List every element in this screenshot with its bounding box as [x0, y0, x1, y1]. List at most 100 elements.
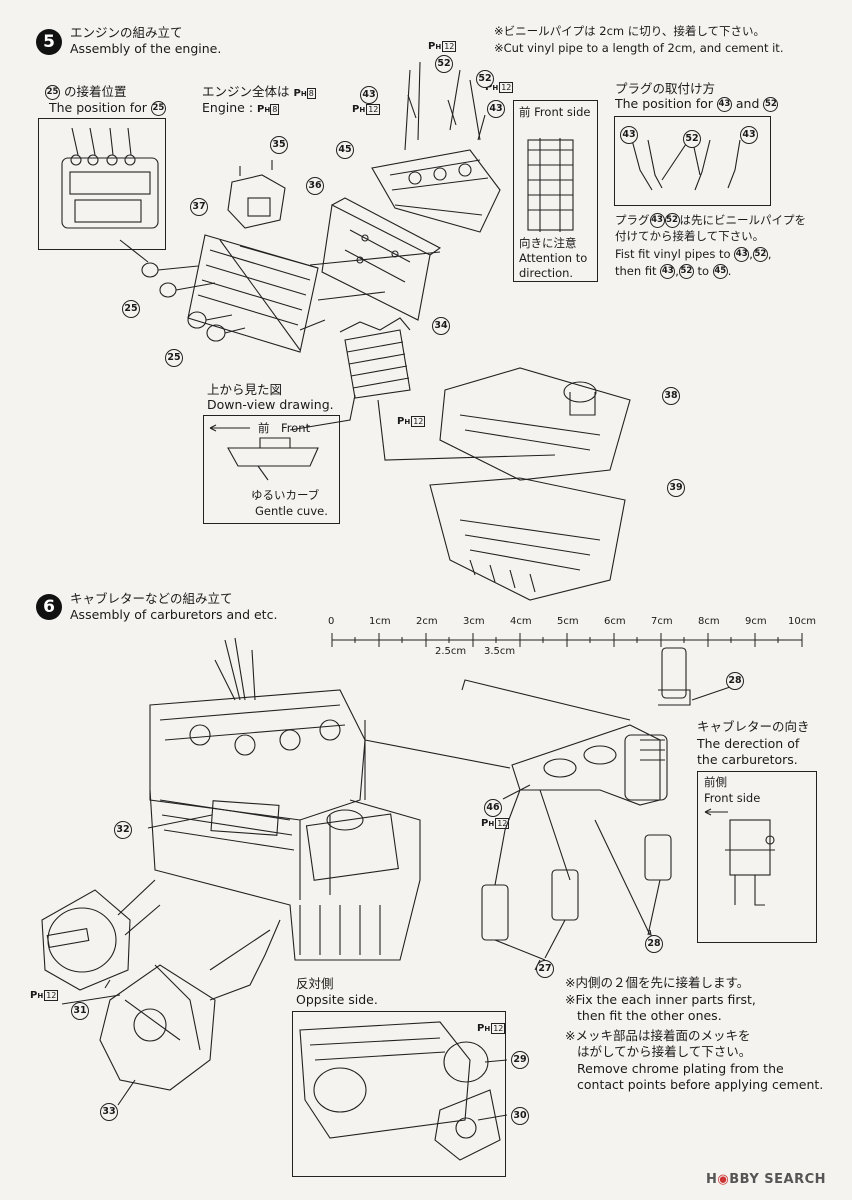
wm-a: H: [706, 1172, 718, 1187]
ph-n: 12: [495, 818, 510, 829]
part-39-crankcase: [429, 477, 626, 601]
ph-s: H: [484, 1025, 491, 1033]
plug-pos-en: The position for 43 and 52: [615, 96, 779, 112]
ph-s: H: [404, 418, 411, 426]
chrome-note-jp-2: はがしてから接着して下さい。: [577, 1044, 752, 1059]
part-25-a: 25: [122, 300, 140, 318]
plug-en1: Fist fit vinyl pipes to: [615, 247, 731, 261]
carb-front-en: Front side: [704, 791, 761, 805]
ruler-0: 0: [328, 616, 335, 627]
ph-n: 12: [491, 1023, 506, 1034]
part-30: 30: [511, 1107, 529, 1125]
plug-note-en-2: then fit 43,52 to 45.: [615, 264, 732, 279]
part-29: 29: [511, 1051, 529, 1069]
ph-s: H: [435, 43, 442, 51]
inner-note-en-1: ※Fix the each inner parts first,: [565, 992, 756, 1007]
part-43-c: 43: [620, 126, 638, 144]
ref-43b: 43: [734, 247, 750, 262]
attention-jp: 向きに注意: [519, 236, 577, 250]
ruler: [331, 633, 803, 647]
opposite-en: Oppsite side.: [296, 992, 378, 1007]
plug-pos-en-text: The position for: [615, 96, 713, 111]
ruler-3: 3cm: [463, 616, 485, 627]
part-36: 36: [306, 177, 324, 195]
vinyl-note-jp: ※ビニールパイプは 2cm に切り、接着して下さい。: [494, 24, 765, 38]
plug-en2: then fit: [615, 264, 657, 278]
plug-jp1: プラグ: [615, 213, 650, 227]
inset-25-drawing: [61, 127, 159, 229]
step-5-badge: 5: [36, 29, 62, 55]
ref-52c: 52: [678, 264, 694, 279]
engine-drawing: [149, 637, 421, 961]
ph-l: P: [481, 818, 489, 829]
front-side-label: 前 Front side: [519, 105, 591, 119]
ruler-4: 4cm: [510, 616, 532, 627]
carb-direction-frame: [697, 771, 817, 943]
carb-dir-en-2: the carburetors.: [697, 752, 798, 767]
pos25-en-text: The position for: [49, 100, 147, 115]
ph-l: P: [397, 416, 405, 427]
pos25-jp-text: の接着位置: [63, 84, 127, 99]
pos25-label-en: The position for 25: [49, 100, 166, 116]
part-32: 32: [114, 821, 132, 839]
ph-letter-2: P: [257, 104, 265, 115]
step-6-badge: 6: [36, 594, 62, 620]
wm-c: SEARCH: [764, 1172, 827, 1187]
part-35: 35: [270, 136, 288, 154]
ruler-2: 2cm: [416, 616, 438, 627]
ph-s: H: [488, 820, 495, 828]
plug-jp2: は先にビニールパイプを: [679, 213, 807, 227]
part-34-cylinder: [339, 317, 411, 399]
part-37: 37: [190, 198, 208, 216]
ruler-10: 10cm: [788, 616, 816, 627]
pos25-label-jp: 25 の接着位置: [45, 84, 127, 100]
ruler-7: 7cm: [651, 616, 673, 627]
part-46: 46: [484, 799, 502, 817]
ph-n: 12: [366, 104, 381, 115]
down-view-en: Down-view drawing.: [207, 397, 334, 412]
part-43-d: 43: [740, 126, 758, 144]
ruler-2-5: 2.5cm: [435, 646, 467, 657]
ph-l: P: [428, 41, 436, 52]
attention-en-2: direction.: [519, 266, 574, 280]
part-28-b: 28: [645, 935, 663, 953]
ph-s: H: [492, 84, 499, 92]
carb-dir-jp: キャブレターの向き: [697, 719, 810, 734]
opposite-side-drawing: [299, 1021, 501, 1161]
part-ref-43: 43: [716, 97, 732, 112]
gentle-curve-jp: ゆるいカーブ: [251, 488, 320, 502]
gentle-curve-en: Gentle cuve.: [255, 504, 328, 518]
part-33: 33: [100, 1103, 118, 1121]
down-view-drawing: [209, 424, 319, 481]
ruler-8: 8cm: [698, 616, 720, 627]
part-52-c: 52: [683, 130, 701, 148]
part-31-cover: [41, 879, 161, 991]
part-52-b: 52: [476, 70, 494, 88]
ph-l: P: [30, 990, 38, 1001]
ph-sub-2: H: [264, 106, 271, 114]
front-side-drawing: [527, 138, 574, 232]
plug-en2b: to: [697, 264, 710, 278]
step-6-title-en: Assembly of carburetors and etc.: [70, 607, 278, 622]
part-35-head: [227, 160, 286, 229]
front-side-frame: [513, 100, 598, 282]
ruler-6: 6cm: [604, 616, 626, 627]
part-39: 39: [667, 479, 685, 497]
ref-52b: 52: [752, 247, 768, 262]
ph-page-8b: 8: [270, 104, 280, 115]
step-5-title-jp: エンジンの組み立て: [70, 25, 183, 40]
ph-l: P: [477, 1023, 485, 1034]
plug-pos-jp: プラグの取付け方: [615, 81, 716, 96]
and-text: and: [735, 96, 760, 111]
plug-frame: [614, 116, 771, 206]
part-43-a: 43: [360, 86, 378, 104]
